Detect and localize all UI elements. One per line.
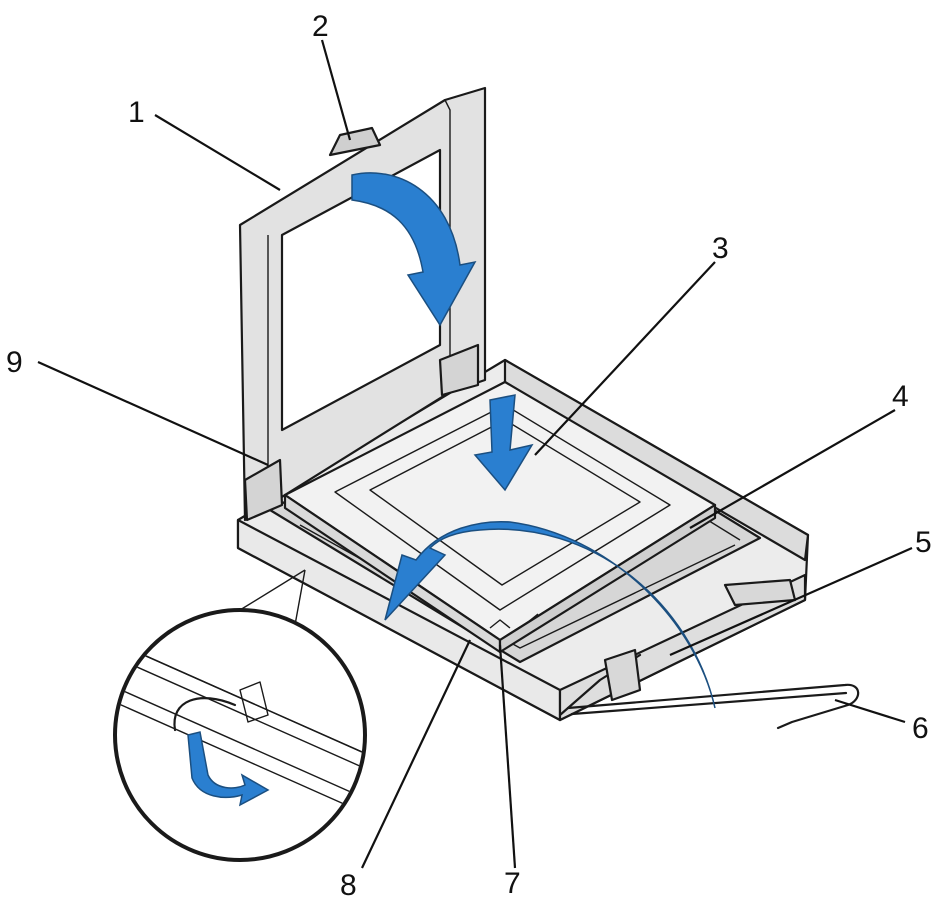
leader-6 [835,700,905,722]
callout-2: 2 [312,10,329,43]
callout-6: 6 [912,712,929,745]
callout-1: 1 [128,96,145,129]
callout-7: 7 [504,867,521,900]
callout-8: 8 [340,869,357,900]
leader-2 [322,40,350,140]
callout-9: 9 [6,346,23,379]
leader-1 [155,115,280,190]
leader-4 [690,410,895,528]
callout-3: 3 [712,232,729,265]
leader-3 [535,262,715,455]
leader-9 [38,362,268,465]
leader-8 [362,640,470,868]
magnified-inset [110,570,380,860]
callout-5: 5 [915,526,932,559]
callout-4: 4 [892,380,909,413]
